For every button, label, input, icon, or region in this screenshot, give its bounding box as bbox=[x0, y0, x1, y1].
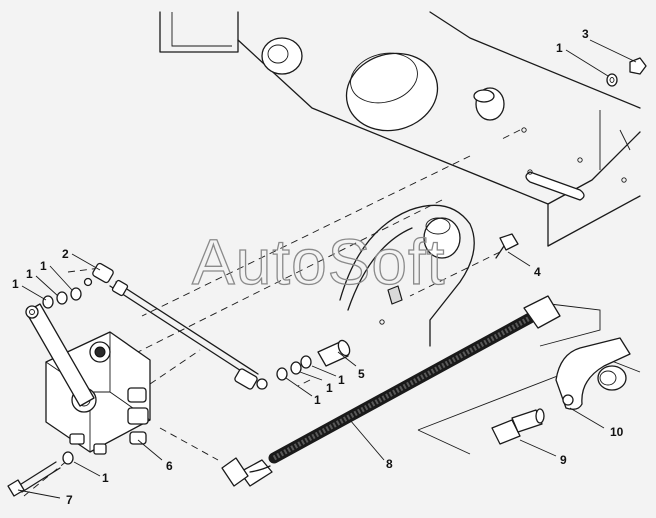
control-valve bbox=[25, 303, 151, 455]
callout-10: 10 bbox=[610, 425, 624, 439]
callout-1-mid-c: 1 bbox=[338, 373, 345, 387]
dust-cap bbox=[555, 337, 631, 410]
assembly-lines bbox=[23, 129, 641, 497]
callout-9: 9 bbox=[560, 453, 567, 467]
callout-4: 4 bbox=[534, 265, 541, 279]
cap-screw bbox=[495, 233, 519, 259]
callout-1-left-b: 1 bbox=[26, 267, 33, 281]
long-bolt bbox=[7, 461, 61, 497]
callout-3: 3 bbox=[582, 27, 589, 41]
callout-1-bottom: 1 bbox=[102, 471, 109, 485]
leader-lines bbox=[17, 39, 637, 499]
callout-8: 8 bbox=[386, 457, 393, 471]
mounting-bracket bbox=[339, 204, 475, 347]
frame-housing bbox=[159, 11, 641, 247]
watermark-text: AutoSoft bbox=[192, 226, 446, 298]
callout-7: 7 bbox=[66, 493, 73, 507]
callout-1-mid-b: 1 bbox=[326, 381, 333, 395]
callout-2: 2 bbox=[62, 247, 69, 261]
callout-1-mid-a: 1 bbox=[314, 393, 321, 407]
callout-1-top: 1 bbox=[556, 41, 563, 55]
callout-labels: 3 1 2 1 1 1 4 5 1 1 1 6 1 7 8 9 10 bbox=[12, 27, 624, 507]
callout-1-left-a: 1 bbox=[12, 277, 19, 291]
washers bbox=[42, 57, 647, 465]
callout-1-left-c: 1 bbox=[40, 259, 47, 273]
hydraulic-hose bbox=[221, 295, 561, 487]
control-link-rod bbox=[83, 262, 268, 390]
callout-6: 6 bbox=[166, 459, 173, 473]
callout-5: 5 bbox=[358, 367, 365, 381]
adapter-fitting bbox=[491, 408, 545, 445]
spacer-sleeve bbox=[317, 339, 351, 367]
